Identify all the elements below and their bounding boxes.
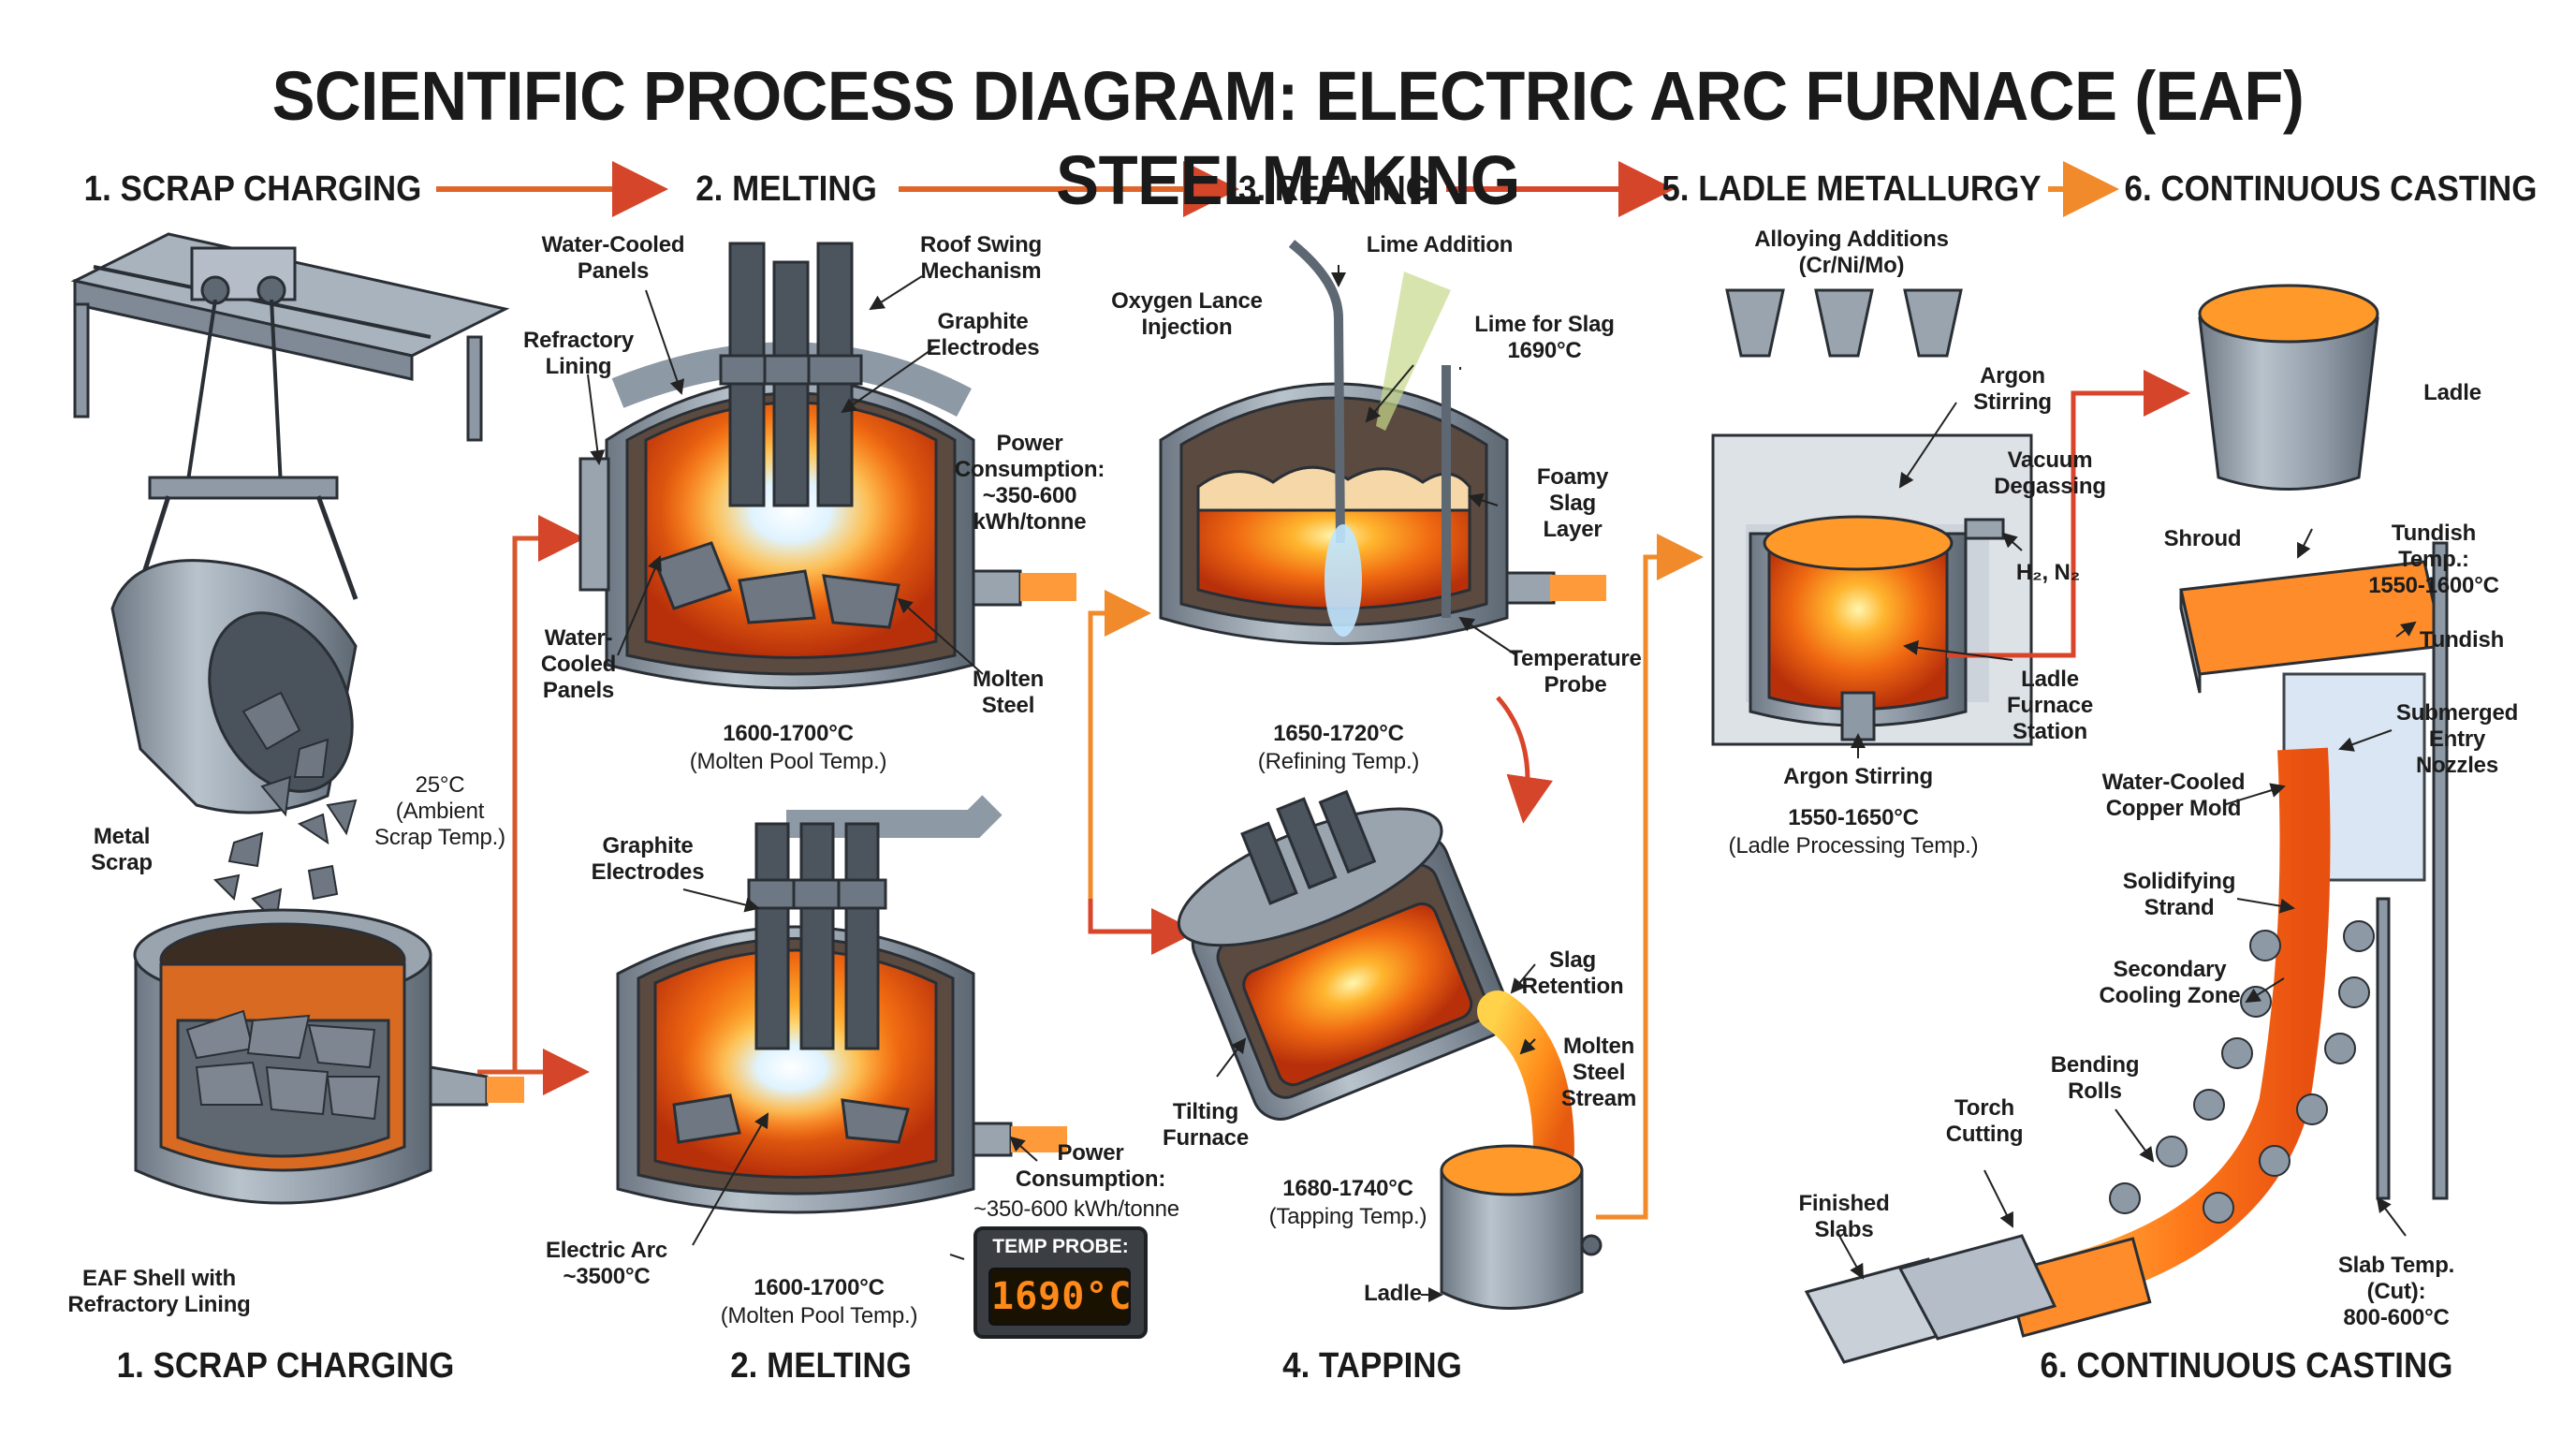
label-ladle-temp: 1550-1650°C (1788, 805, 1919, 830)
top-step-3: 3. REFINING (1238, 169, 1431, 209)
label-tundish-temp: Tundish Temp.: 1550-1600°C (2368, 521, 2499, 598)
label-solidifying-strand: Solidifying Strand (2122, 869, 2236, 920)
crane-gantry (70, 232, 510, 600)
label-roof-swing: Roof Swing Mechanism (920, 232, 1042, 284)
label-vacuum: Vacuum Degassing (1994, 448, 2106, 499)
label-temperature-probe: Temperature Probe (1509, 646, 1642, 697)
label-alloying: Alloying Additions (Cr/Ni/Mo) (1754, 227, 1949, 278)
top-step-1: 1. SCRAP CHARGING (83, 169, 422, 209)
label-electric-arc: Electric Arc ~3500°C (545, 1238, 668, 1289)
bottom-step-6: 6. CONTINUOUS CASTING (2040, 1346, 2453, 1386)
flow-arrows-2-3 (1088, 590, 1198, 955)
label-tilting-furnace: Tilting Furnace (1163, 1099, 1249, 1151)
label-metal-scrap: Metal Scrap (91, 824, 153, 875)
label-graphite-top: Graphite Electrodes (926, 309, 1040, 360)
label-power-top: Power Consumption: ~350-600 kWh/tonne (954, 431, 1105, 535)
label-gases: H₂, N₂ (2015, 560, 2081, 585)
label-power-bottom: Power Consumption: (1015, 1140, 1166, 1192)
label-bending-rolls: Bending Rolls (2050, 1052, 2140, 1104)
ladle-to-casting-arrow (1947, 370, 2190, 658)
flow-arrows-1-2 (477, 515, 590, 1095)
label-ladle-station: Ladle Furnace Station (2007, 667, 2093, 744)
label-foamy-slag: Foamy Slag Layer (1536, 464, 1609, 542)
top-step-6: 6. CONTINUOUS CASTING (2124, 169, 2538, 209)
page-title: SCIENTIFIC PROCESS DIAGRAM: ELECTRIC ARC… (271, 57, 2305, 219)
label-slag-retention: Slag Retention (1521, 947, 1624, 999)
ladle-furnace-station (1711, 288, 2033, 746)
label-eaf-shell: EAF Shell with Refractory Lining (67, 1266, 251, 1317)
top-step-5: 5. LADLE METALLURGY (1661, 169, 2042, 209)
label-torch-cutting: Torch Cutting (1945, 1095, 2024, 1147)
temp-probe-display: TEMP PROBE: 1690°C (973, 1226, 1148, 1339)
label-melt-temp-top: 1600-1700°C (723, 721, 854, 746)
label-copper-mold: Water-Cooled Copper Mold (2101, 770, 2246, 821)
label-molten-stream: Molten Steel Stream (1560, 1034, 1637, 1111)
tapping-furnace (1177, 789, 1603, 1310)
label-tapping-temp: 1680-1740°C (1282, 1176, 1413, 1201)
label-tapping-ladle: Ladle (1364, 1281, 1422, 1306)
label-refractory-lining: Refractory Lining (522, 328, 635, 379)
label-molten-steel: Molten Steel (972, 667, 1045, 718)
label-melt-temp-note-top: (Molten Pool Temp.) (689, 749, 887, 774)
casting-rolls (2109, 920, 2375, 1224)
scrap-bucket (110, 559, 358, 814)
leader-lines (587, 265, 2417, 1302)
label-ladle-temp-note: (Ladle Processing Temp.) (1728, 833, 1979, 858)
temp-probe-value: 1690°C (988, 1268, 1132, 1326)
label-casting-ladle: Ladle (2423, 380, 2481, 405)
temp-probe-label: TEMP PROBE: (992, 1236, 1129, 1257)
label-melt-temp-bottom: 1600-1700°C (754, 1275, 885, 1300)
label-secondary-cooling: Secondary Cooling Zone (2099, 957, 2241, 1008)
charging-scrap-pile (185, 1009, 381, 1121)
melting-furnace-bottom (616, 795, 1067, 1214)
label-graphite-bottom: Graphite Electrodes (591, 833, 705, 885)
label-refining-temp: 1650-1720°C (1273, 721, 1404, 746)
label-ambient-temp: 25°C (Ambient Scrap Temp.) (374, 772, 505, 850)
bottom-step-2: 2. MELTING (730, 1346, 912, 1386)
label-refining-temp-note: (Refining Temp.) (1257, 749, 1420, 774)
label-water-panels-top: Water-Cooled Panels (541, 232, 685, 284)
label-lime-slag: Lime for Slag 1690°C (1474, 312, 1615, 363)
tapping-to-ladle-arrow (1596, 534, 1704, 1220)
label-finished-slabs: Finished Slabs (1798, 1191, 1890, 1242)
casting-machine (1804, 284, 2449, 1364)
label-tapping-temp-note: (Tapping Temp.) (1268, 1204, 1427, 1229)
refining-to-tapping-arrow (1496, 696, 1553, 824)
label-tundish: Tundish (2419, 627, 2505, 653)
label-argon-top: Argon Stirring (1973, 363, 2052, 415)
label-oxygen-lance: Oxygen Lance Injection (1111, 288, 1263, 340)
label-slab-temp: Slab Temp. (Cut): 800-600°C (2337, 1253, 2455, 1330)
label-lime-addition: Lime Addition (1366, 232, 1514, 257)
bottom-step-4: 4. TAPPING (1282, 1346, 1462, 1386)
label-argon-bottom: Argon Stirring (1783, 764, 1933, 789)
melting-furnace-top (578, 242, 1076, 690)
refining-furnace (1159, 240, 1606, 645)
bottom-step-1: 1. SCRAP CHARGING (116, 1346, 455, 1386)
label-nozzles: Submerged Entry Nozzles (2395, 700, 2519, 778)
label-power-bottom-value: ~350-600 kWh/tonne (973, 1196, 1179, 1222)
label-melt-temp-note-bottom: (Molten Pool Temp.) (720, 1303, 918, 1328)
top-step-2: 2. MELTING (695, 169, 877, 209)
label-water-panels-side: Water- Cooled Panels (540, 625, 617, 703)
label-shroud: Shroud (2163, 526, 2242, 551)
